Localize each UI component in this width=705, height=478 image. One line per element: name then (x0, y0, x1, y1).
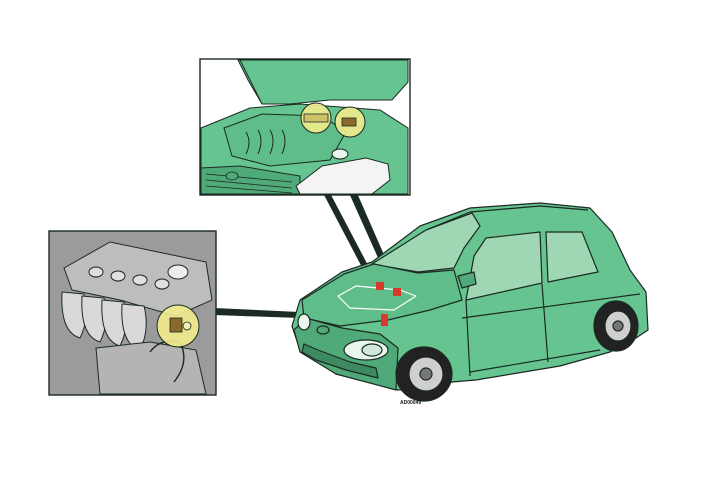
roof-line (425, 205, 589, 231)
front-side-window (465, 231, 543, 301)
door-line-rear (541, 283, 549, 363)
detail-connector-plug (182, 321, 192, 331)
detail-connector (169, 317, 183, 333)
headlight-left (297, 313, 311, 331)
inset-engine-ribs (245, 129, 286, 155)
inset-headlight (295, 157, 391, 195)
grille (301, 343, 379, 379)
location-markers (376, 282, 401, 326)
inset-hood-prop (239, 59, 263, 105)
engine-outline (337, 285, 417, 311)
inset-connector-1 (303, 113, 329, 123)
figure-code: AD00049 (400, 400, 422, 406)
side-mirror (457, 271, 477, 289)
inset-hood (237, 59, 409, 105)
front-wheel (395, 346, 453, 402)
car-illustration (291, 202, 649, 402)
rear-side-window (545, 231, 599, 283)
side-crease (461, 293, 641, 319)
detail-engine-block (95, 341, 207, 395)
marker-connector-1 (376, 282, 384, 290)
rocker-line (469, 349, 601, 373)
detail-coil-row (88, 266, 170, 290)
marker-connector-2 (393, 288, 401, 296)
headlight-right-inner (361, 343, 383, 357)
inset-emblem (225, 171, 239, 181)
engine-bay-inset (199, 58, 411, 196)
engine-detail-inset (48, 230, 217, 396)
inset-grille-slats (205, 173, 293, 194)
inset-connector-2 (341, 117, 357, 127)
door-line-front (465, 299, 471, 377)
detail-oil-cap (167, 264, 189, 280)
brand-emblem (316, 325, 330, 335)
hood (301, 263, 463, 327)
rear-wheel (593, 300, 639, 352)
detail-intake-runners (61, 291, 147, 351)
marker-connector-3 (381, 314, 388, 326)
inset-cap (331, 148, 349, 160)
